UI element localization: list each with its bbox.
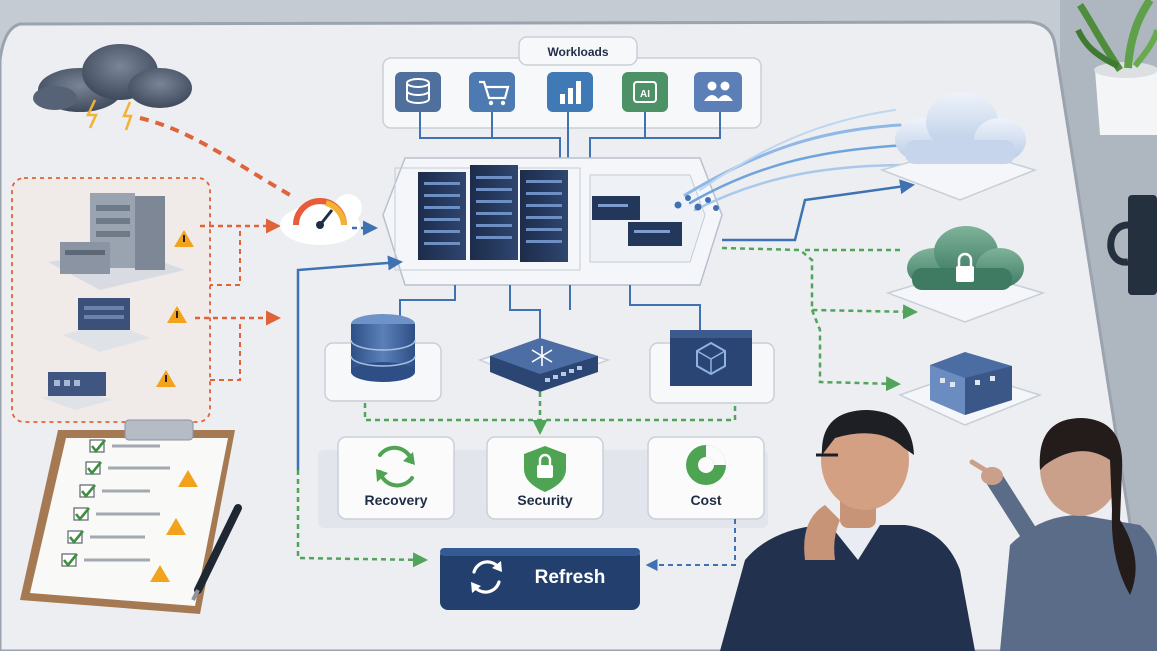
speed-gauge-icon — [280, 194, 362, 245]
refresh-label: Refresh — [535, 567, 606, 588]
storm-cloud-icon — [33, 44, 192, 131]
secure-cloud-icon — [885, 226, 1046, 323]
network-switch-card[interactable] — [477, 338, 611, 392]
cost-to-refresh-arrow — [645, 519, 736, 571]
server-rack-icon — [418, 165, 568, 262]
checklist-lines — [84, 444, 170, 562]
security-card[interactable]: Security — [486, 436, 604, 520]
legacy-appliance-icon — [62, 298, 150, 352]
storm-flow-line — [139, 116, 292, 197]
data-dots — [674, 195, 719, 211]
office-building-icon — [898, 352, 1043, 426]
svg-text:AI: AI — [640, 89, 650, 100]
check-marks — [62, 439, 107, 568]
device-service-connector — [363, 403, 737, 422]
legacy-switch-icon — [42, 372, 112, 410]
loop-blue-line — [296, 255, 403, 470]
public-cloud-icon — [879, 92, 1038, 201]
recovery-card[interactable]: Recovery — [337, 436, 455, 520]
core-to-office-arrow — [810, 309, 901, 392]
recovery-label: Recovery — [364, 492, 427, 508]
warning-icon — [174, 230, 194, 247]
security-appliance-card[interactable] — [649, 330, 775, 404]
coffee-mug — [1107, 195, 1157, 295]
users-icon[interactable] — [694, 72, 742, 112]
shopping-cart-icon[interactable] — [469, 72, 515, 112]
workloads-title: Workloads — [547, 45, 608, 59]
legacy-flow-line — [210, 320, 241, 381]
legacy-infrastructure-group — [11, 177, 211, 423]
core-down-connectors — [399, 285, 701, 338]
checklist-clipboard — [20, 419, 235, 614]
core-datacenter-panel — [382, 157, 723, 286]
data-stream — [683, 109, 912, 212]
legacy-server-icon — [48, 193, 185, 290]
warning-icon — [156, 370, 176, 387]
man-viewing-board — [720, 410, 975, 651]
core-to-secure-cloud-arrow — [721, 246, 918, 320]
warning-icon — [167, 306, 187, 323]
pie-chart-icon — [686, 445, 726, 485]
core-to-cloud-arrow — [722, 179, 915, 242]
storage-database-card[interactable] — [324, 314, 442, 402]
potted-plant — [1075, 0, 1157, 135]
cost-label: Cost — [690, 492, 721, 508]
woman-pointing — [969, 418, 1157, 651]
security-label: Security — [517, 492, 572, 508]
loop-green-line — [296, 470, 428, 568]
ai-chip-icon[interactable] — [622, 72, 668, 112]
cost-card[interactable]: Cost — [647, 436, 765, 520]
network-appliance-icon — [592, 196, 682, 246]
pen-tip — [191, 589, 200, 601]
refresh-button[interactable]: Refresh — [440, 548, 640, 610]
pen — [194, 504, 242, 594]
workloads-panel: Workloads AI — [382, 36, 762, 129]
